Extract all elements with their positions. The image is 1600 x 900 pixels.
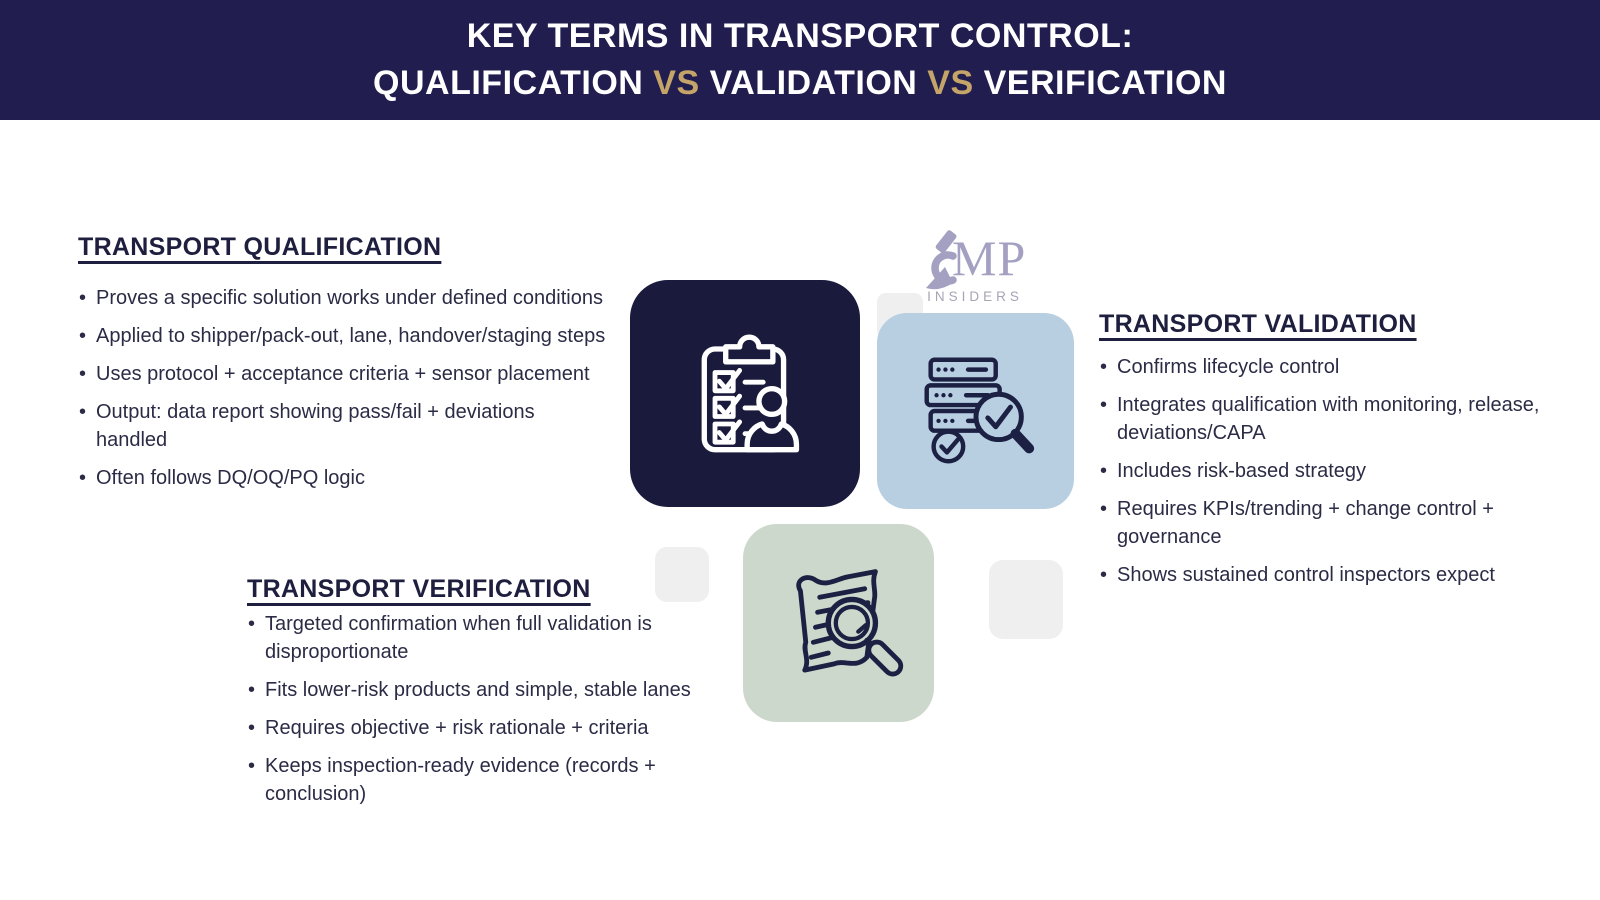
verification-title: TRANSPORT VERIFICATION [247,575,591,603]
verification-bullet-3: Requires objective + risk rationale + cr… [247,714,705,742]
clipboard-checklist-person-icon [701,334,800,452]
title-vs-2: VS [927,64,974,102]
validation-title: TRANSPORT VALIDATION [1099,310,1417,338]
verification-bullet-2: Fits lower-risk products and simple, sta… [247,676,705,704]
qualification-section: TRANSPORT QUALIFICATION Proves a specifi… [78,232,618,502]
server-stack-magnifier-check-icon [923,357,1034,464]
qualification-bullet-2: Applied to shipper/pack-out, lane, hando… [78,322,608,350]
logo-subtitle: INSIDERS [927,289,1023,304]
qualification-title: TRANSPORT QUALIFICATION [78,233,442,261]
validation-bullet-1: Confirms lifecycle control [1099,353,1547,381]
verification-bullet-list: Targeted confirmation when full validati… [247,610,705,808]
qualification-bullet-list: Proves a specific solution works under d… [78,284,608,492]
logo-wordmark: MP [952,230,1027,286]
qualification-bullet-1: Proves a specific solution works under d… [78,284,608,312]
qualification-tile [630,280,860,507]
title-word-qualification: QUALIFICATION [373,64,644,102]
verification-bullet-1: Targeted confirmation when full validati… [247,610,705,666]
decor-square-right [989,560,1063,639]
validation-tile [877,313,1074,509]
validation-bullet-4: Requires KPIs/trending + change control … [1099,495,1547,551]
verification-tile [743,524,934,722]
validation-bullet-5: Shows sustained control inspectors expec… [1099,561,1547,589]
header-banner: KEY TERMS IN TRANSPORT CONTROL: QUALIFIC… [0,0,1600,120]
qualification-bullet-4: Output: data report showing pass/fail + … [78,398,608,454]
qualification-bullet-3: Uses protocol + acceptance criteria + se… [78,360,608,388]
validation-bullet-list: Confirms lifecycle control Integrates qu… [1099,353,1547,589]
qualification-bullet-5: Often follows DQ/OQ/PQ logic [78,464,608,492]
verification-bullet-4: Keeps inspection-ready evidence (records… [247,752,705,808]
title-vs-1: VS [653,64,700,102]
title-word-verification: VERIFICATION [983,64,1227,102]
validation-section: TRANSPORT VALIDATION Confirms lifecycle … [1099,309,1549,599]
decor-square-left [655,547,709,602]
validation-bullet-2: Integrates qualification with monitoring… [1099,391,1547,447]
main-title-line1: KEY TERMS IN TRANSPORT CONTROL: [466,17,1134,55]
document-magnifier-icon [795,569,903,677]
verification-section: TRANSPORT VERIFICATION Targeted confirma… [247,574,707,818]
validation-bullet-3: Includes risk-based strategy [1099,457,1547,485]
microscope-icon [926,230,957,290]
gmp-insiders-logo: MP INSIDERS [910,230,1040,308]
title-word-validation: VALIDATION [709,64,918,102]
main-title-line2: QUALIFICATION VS VALIDATION VS VERIFICAT… [0,60,1600,106]
